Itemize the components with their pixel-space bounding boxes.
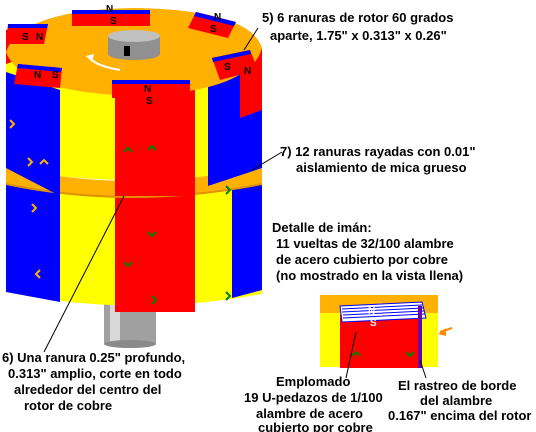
label-rotor-slots-2: aparte, 1.75" x 0.313" x 0.26" (270, 28, 447, 43)
pole-s-front: S (146, 96, 153, 107)
top-slot-back-right (188, 12, 236, 38)
label-groove-2: 0.313" amplio, corte en todo (8, 366, 182, 381)
label-lead-3: alambre de acero (256, 406, 363, 421)
label-lead-4: cubierto por cobre (258, 420, 373, 432)
magnet-detail-line-1: 11 vueltas de 32/100 alambre (276, 236, 454, 251)
label-edge-3: 0.167" encima del rotor (388, 408, 531, 423)
label-lead-1: Emplomado (276, 374, 350, 389)
lower-magnet-right (232, 176, 262, 298)
pole-n-topright: N (214, 12, 221, 23)
label-striped-slots-2: aislamiento de mica grueso (296, 160, 467, 175)
upper-magnet-left (6, 72, 60, 196)
pole-n-top: N (106, 4, 113, 15)
label-edge-2: del alambre (420, 393, 492, 408)
pole-n-right: N (244, 66, 251, 77)
inset-pole-s: S (370, 318, 377, 329)
label-lead-2: 19 U-pedazos de 1/100 (244, 390, 383, 405)
label-groove-1: 6) Una ranura 0.25" profundo, (2, 350, 185, 365)
pole-s-topright: S (210, 24, 217, 35)
label-groove-4: rotor de cobre (24, 398, 112, 413)
inset-magnet (340, 314, 422, 368)
lower-magnet-front (115, 194, 195, 312)
pole-n-front: N (144, 84, 151, 95)
label-rotor-slots-1: 5) 6 ranuras de rotor 60 grados (262, 10, 453, 25)
label-edge-1: El rastreo de borde (398, 378, 516, 393)
inset-pole-n: N (368, 306, 375, 317)
pole-s-left: S (22, 32, 29, 43)
wire-markers (9, 119, 232, 305)
lower-magnet-left (6, 178, 60, 302)
top-slot-left (6, 24, 48, 44)
magnet-detail-line-3: (no mostrado en la vista llena) (276, 268, 463, 283)
label-striped-slots-1: 7) 12 ranuras rayadas con 0.01" (280, 144, 476, 159)
pole-n-frontleft: N (34, 70, 41, 81)
pole-s-frontleft: S (52, 70, 59, 81)
label-groove-3: alrededor del centro del (14, 382, 161, 397)
upper-magnet-front (115, 88, 195, 196)
top-slot-front (112, 80, 190, 98)
leader-lines (43, 27, 427, 379)
pole-n-left: N (36, 32, 43, 43)
pole-s-top: S (110, 16, 117, 27)
pole-s-right: S (224, 62, 231, 73)
magnet-detail-title: Detalle de imán: (272, 220, 372, 235)
magnet-detail-line-2: de acero cubierto por cobre (276, 252, 448, 267)
